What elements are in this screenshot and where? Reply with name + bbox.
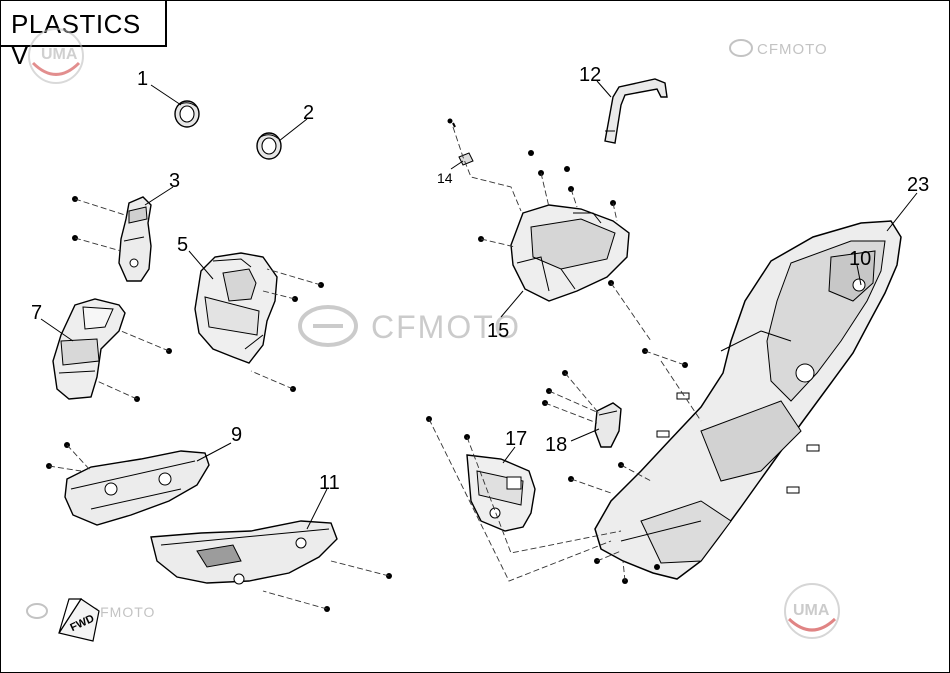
callout-numbers: 1 2 3 5 7 9 10 11 12 14 15 17 18 23 [31, 64, 929, 494]
uma-bottom-text: UMA [793, 602, 830, 619]
diagram-title: PLASTICS V [11, 9, 141, 70]
callout-12: 12 [579, 64, 601, 86]
callout-1: 1 [137, 68, 148, 90]
callout-18: 18 [545, 434, 567, 456]
part-9-lower-cover [64, 450, 210, 526]
callout-3: 3 [169, 170, 180, 192]
callout-11: 11 [319, 472, 340, 494]
callout-10: 10 [849, 248, 871, 270]
uma-logo-top: UMA [28, 28, 84, 84]
part-2-grommet [256, 132, 282, 160]
callout-14: 14 [437, 170, 453, 186]
part-5-side-cover [194, 252, 278, 364]
cfmoto-center-text: CFMOTO [371, 309, 521, 345]
part-14-clip [447, 118, 474, 166]
assembly-lines [48, 126, 702, 610]
cfmoto-logo-bottom: CFMOTO [26, 603, 155, 620]
cfmoto-logo-center: CFMOTO [298, 305, 521, 347]
callout-17: 17 [505, 428, 527, 450]
title-box: PLASTICS V [1, 1, 167, 70]
part-18-small-bracket [594, 402, 622, 448]
fwd-arrow-icon: FWD [58, 598, 100, 642]
callout-2: 2 [303, 102, 314, 124]
callout-15: 15 [487, 320, 509, 342]
cfmoto-bottom-text: CFMOTO [89, 604, 155, 620]
uma-logo-bottom: UMA [784, 583, 840, 639]
callout-9: 9 [231, 424, 242, 446]
part-12-strap [604, 78, 668, 144]
part-15-battery-box [510, 204, 630, 302]
callout-5: 5 [177, 234, 188, 256]
uma-top-text: UMA [41, 46, 78, 63]
part-11-foot-panel [150, 520, 338, 585]
part-3-bracket [118, 196, 152, 282]
part-17-plate [466, 454, 536, 532]
cfmoto-top-text: CFMOTO [757, 41, 828, 58]
part-1-grommet [174, 100, 200, 128]
cfmoto-logo-top: CFMOTO [729, 39, 828, 58]
callout-7: 7 [31, 302, 42, 324]
part-23-main-frame [594, 220, 902, 580]
callout-23: 23 [907, 174, 929, 196]
leader-lines [40, 80, 918, 530]
part-7-front-panel [52, 298, 126, 400]
